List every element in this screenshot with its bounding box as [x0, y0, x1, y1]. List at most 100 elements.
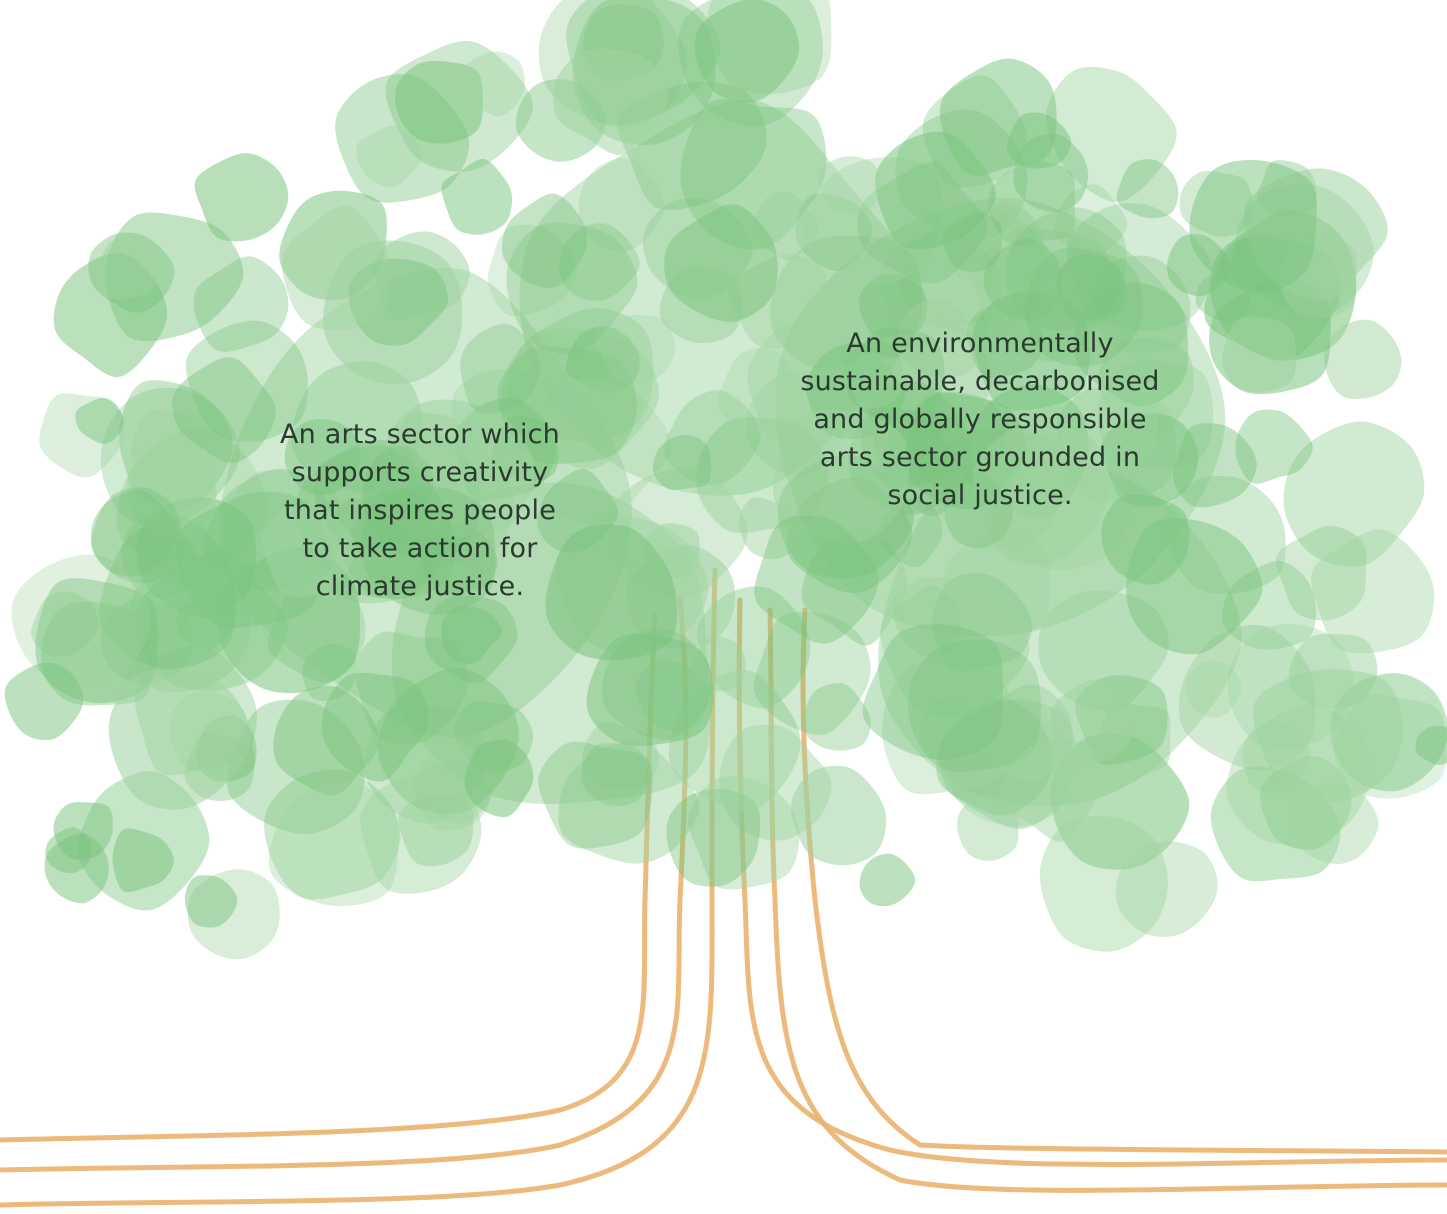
leaf-blob [1046, 66, 1177, 202]
leaf-blob [395, 61, 483, 144]
leaf-blob [97, 239, 160, 300]
leaf-blob [896, 298, 982, 378]
leaf-blob [1101, 494, 1190, 585]
leaf-blob [373, 445, 435, 511]
leaf-blob [136, 551, 288, 691]
leaf-blob [510, 377, 672, 524]
leaf-blob [1235, 409, 1313, 484]
leaf-blob [992, 454, 1130, 570]
leaf-blob [972, 292, 1090, 411]
statement-line: climate justice. [315, 571, 525, 602]
leaf-blob [99, 516, 236, 669]
leaf-blob [112, 828, 174, 893]
leaf-blob [11, 554, 151, 687]
leaf-blob [754, 515, 879, 644]
leaf-blob [777, 454, 915, 579]
leaf-blob [268, 781, 399, 907]
leaf-blob [936, 698, 1054, 816]
leaf-blob [1051, 678, 1135, 765]
leaf-blob [848, 407, 962, 516]
leaf-blob [738, 497, 804, 560]
leaf-blob [441, 158, 513, 235]
leaf-blob [194, 153, 289, 242]
leaf-blob [90, 489, 179, 577]
leaf-blob [360, 485, 496, 615]
leaf-blob [501, 193, 588, 288]
statement-line: arts sector grounded in [819, 442, 1141, 473]
leaf-blob [302, 643, 357, 701]
leaf-blob [790, 765, 887, 866]
leaf-blob [1066, 202, 1212, 332]
leaf-blob [105, 212, 244, 342]
leaf-blob [460, 323, 541, 414]
leaf-blob [977, 684, 1073, 782]
leaf-blob [1189, 160, 1317, 294]
leaf-blob [108, 669, 252, 810]
leaf-blob [1101, 413, 1199, 508]
leaf-blob [441, 606, 503, 664]
statement-line: An arts sector which [279, 419, 560, 450]
leaf-blob [861, 381, 968, 486]
leaf-blob [262, 505, 357, 597]
leaf-blob [1050, 733, 1190, 870]
leaf-blob [91, 487, 183, 584]
leaf-blob [281, 205, 391, 331]
leaf-blob [773, 409, 910, 545]
leaf-blob [184, 875, 238, 928]
leaf-blob [586, 633, 714, 747]
leaf-blob [905, 391, 1007, 487]
leaf-blob [317, 498, 432, 604]
leaf-blob [375, 399, 535, 542]
leaf-blob [957, 794, 1019, 861]
leaf-blob [1283, 421, 1425, 567]
leaf-blob [939, 699, 1075, 829]
leaf-blob [1221, 561, 1316, 650]
leaf-blob [578, 158, 665, 252]
leaf-blob [193, 256, 289, 352]
leaf-blob [846, 328, 945, 419]
statement-line: sustainable, decarbonised [800, 366, 1160, 397]
leaf-blob [356, 125, 423, 188]
leaf-blob [130, 410, 203, 480]
leaf-blob [558, 741, 700, 864]
leaf-blob [959, 384, 1089, 519]
leaf-blob [565, 326, 640, 394]
leaf-blob [1253, 669, 1403, 803]
leaf-blob [806, 342, 905, 440]
leaf-blob [858, 274, 928, 338]
statement-line: to take action for [302, 533, 538, 564]
leaf-blob [663, 390, 761, 485]
leaf-blob [506, 222, 638, 354]
leaf-blob [1222, 316, 1297, 392]
leaf-blob [464, 739, 534, 818]
root-line [0, 612, 658, 1143]
leaf-blob [1227, 624, 1354, 748]
leaf-blob [1290, 782, 1379, 865]
leaf-blob [127, 445, 217, 539]
leaf-blob [803, 683, 871, 751]
leaf-blob [185, 320, 308, 442]
leaf-blob [264, 769, 401, 900]
leaf-blob [1005, 207, 1127, 331]
leaf-blob [88, 232, 175, 313]
leaf-blob [817, 156, 881, 215]
leaf-blob [354, 631, 469, 745]
leaf-blob [944, 472, 1013, 549]
leaf-blob [579, 371, 644, 436]
leaf-blob [919, 696, 988, 763]
leaf-blob [893, 586, 961, 659]
leaf-blob [581, 743, 648, 807]
leaf-blob [1000, 739, 1099, 842]
leaf-blob [872, 411, 947, 491]
leaf-blob [652, 434, 712, 491]
leaf-blob [1053, 184, 1127, 255]
leaf-blob [537, 468, 619, 553]
leaf-blob [882, 657, 1013, 795]
tree-canopy [4, 0, 1447, 960]
statement-creativity: An arts sector which supports creativity… [250, 416, 590, 606]
statement-line: social justice. [887, 480, 1073, 511]
leaf-blob [545, 524, 678, 661]
statement-line: and globally responsible [813, 404, 1147, 435]
leaf-blob [664, 204, 778, 322]
leaf-blob [687, 776, 800, 890]
